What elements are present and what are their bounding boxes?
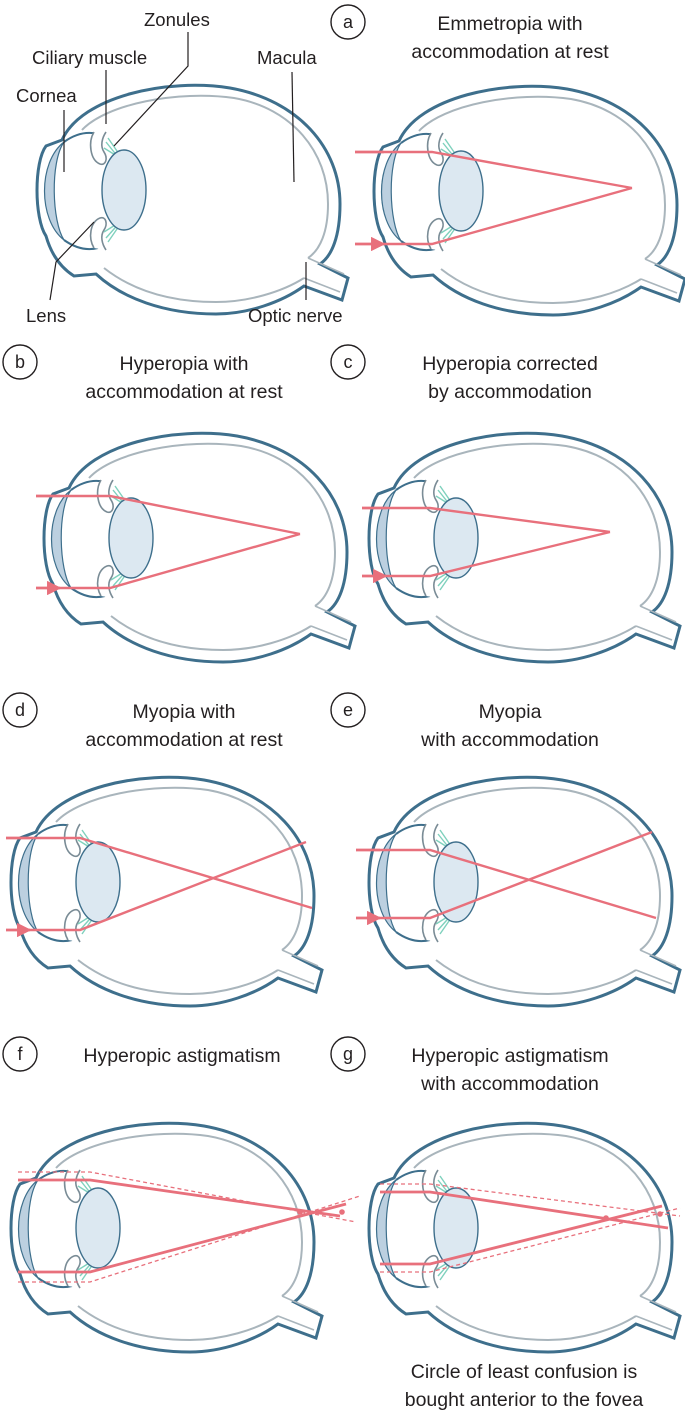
panel-letter-g: g xyxy=(343,1044,353,1064)
panel-d: d Myopia with accommodation at rest xyxy=(2,692,324,1008)
rays-g-dashed xyxy=(380,1183,681,1273)
panel-title-g-1: Hyperopic astigmatism xyxy=(411,1045,608,1067)
caption-line-2: bought anterior to the fovea xyxy=(405,1389,644,1411)
caption-line-1: Circle of least confusion is xyxy=(411,1361,638,1383)
panel-c: c Hyperopia corrected by accommodation xyxy=(330,344,682,664)
panel-title-d-2: accommodation at rest xyxy=(85,729,283,751)
panel-title-e-2: with accommodation xyxy=(420,729,599,751)
panel-letter-b: b xyxy=(15,352,25,372)
panel-f: f Hyperopic astigmatism xyxy=(2,1036,361,1354)
panel-title-c-1: Hyperopia corrected xyxy=(422,353,598,375)
eye-anatomy xyxy=(35,83,350,316)
label-cornea: Cornea xyxy=(16,85,77,106)
panel-letter-f: f xyxy=(17,1044,23,1064)
label-lens: Lens xyxy=(26,305,66,326)
panel-title-b-1: Hyperopia with xyxy=(120,353,249,375)
label-zonules: Zonules xyxy=(144,9,210,30)
panel-letter-c: c xyxy=(344,352,353,372)
leader-lens xyxy=(49,221,95,301)
label-ciliary-muscle: Ciliary muscle xyxy=(32,47,147,68)
anatomy-labels: Zonules Ciliary muscle Macula Cornea Len… xyxy=(16,9,343,326)
panel-title-a-1: Emmetropia with xyxy=(437,13,582,35)
rays-f-dashed xyxy=(18,1171,361,1283)
rays-f-solid xyxy=(18,1178,347,1274)
panel-b: b Hyperopia with accommodation at rest xyxy=(2,344,357,664)
panel-title-a-2: accommodation at rest xyxy=(411,41,609,63)
panel-e: e Myopia with accommodation xyxy=(330,692,682,1008)
leader-macula xyxy=(291,71,295,183)
leader-zonules xyxy=(113,32,189,147)
label-macula: Macula xyxy=(257,47,317,68)
panel-title-b-2: accommodation at rest xyxy=(85,381,283,403)
panel-title-d-1: Myopia with xyxy=(133,701,236,723)
rays-g-solid xyxy=(380,1190,669,1266)
panel-letter-a: a xyxy=(343,12,354,32)
panel-title-c-2: by accommodation xyxy=(428,381,592,403)
label-optic-nerve: Optic nerve xyxy=(248,305,343,326)
panel-letter-e: e xyxy=(343,700,353,720)
panel-title-e-1: Myopia xyxy=(479,701,542,723)
panel-title-f-1: Hyperopic astigmatism xyxy=(83,1045,280,1067)
panel-g: g Hyperopic astigmatism with accommodati… xyxy=(330,1036,682,1354)
panel-letter-d: d xyxy=(15,700,25,720)
panel-a: a Emmetropia with accommodation at rest xyxy=(330,4,685,317)
panel-title-g-2: with accommodation xyxy=(420,1073,599,1095)
